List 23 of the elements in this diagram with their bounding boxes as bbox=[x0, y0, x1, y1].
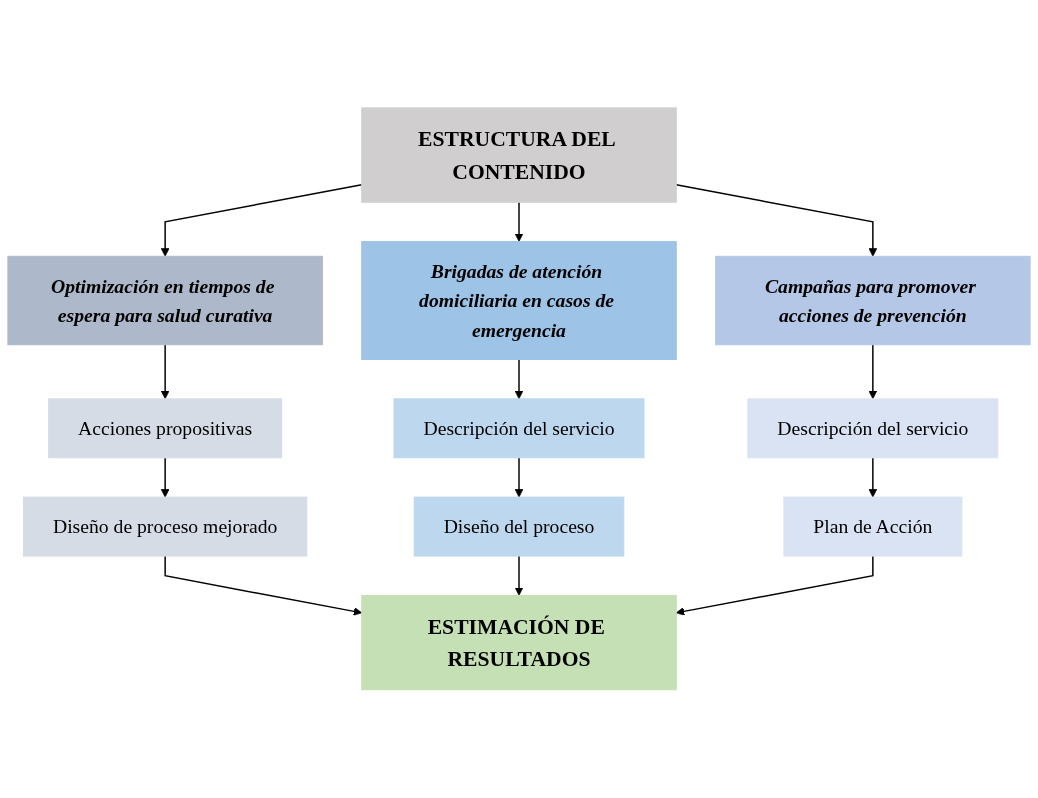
node-box: ESTIMACIÓN DE RESULTADOS bbox=[361, 595, 677, 691]
arrow bbox=[514, 555, 524, 596]
arrow bbox=[868, 344, 878, 400]
arrow bbox=[164, 555, 363, 616]
arrow bbox=[160, 457, 170, 498]
arrow bbox=[675, 184, 878, 257]
node-box: Diseño de proceso mejorado bbox=[23, 496, 308, 557]
arrow bbox=[514, 201, 524, 243]
arrow bbox=[868, 457, 878, 498]
arrow bbox=[514, 457, 524, 498]
node-box: Plan de Acción bbox=[783, 496, 963, 557]
node-box: Optimización en tiempos de espera para salud curativa bbox=[7, 256, 323, 346]
node-box: Diseño del proceso bbox=[413, 496, 625, 557]
arrow bbox=[675, 555, 874, 616]
node-box: ESTRUCTURA DEL CONTENIDO bbox=[361, 107, 677, 203]
arrow bbox=[514, 358, 524, 400]
arrow bbox=[160, 344, 170, 400]
node-box: Acciones propositivas bbox=[48, 398, 283, 459]
arrow bbox=[160, 184, 363, 257]
node-box: Descripción del servicio bbox=[393, 398, 645, 459]
node-box: Descripción del servicio bbox=[747, 398, 999, 459]
node-box: Brigadas de atención domiciliaria en casos de emergencia bbox=[361, 241, 677, 361]
node-box: Campañas para promover acciones de prevención bbox=[715, 256, 1031, 346]
